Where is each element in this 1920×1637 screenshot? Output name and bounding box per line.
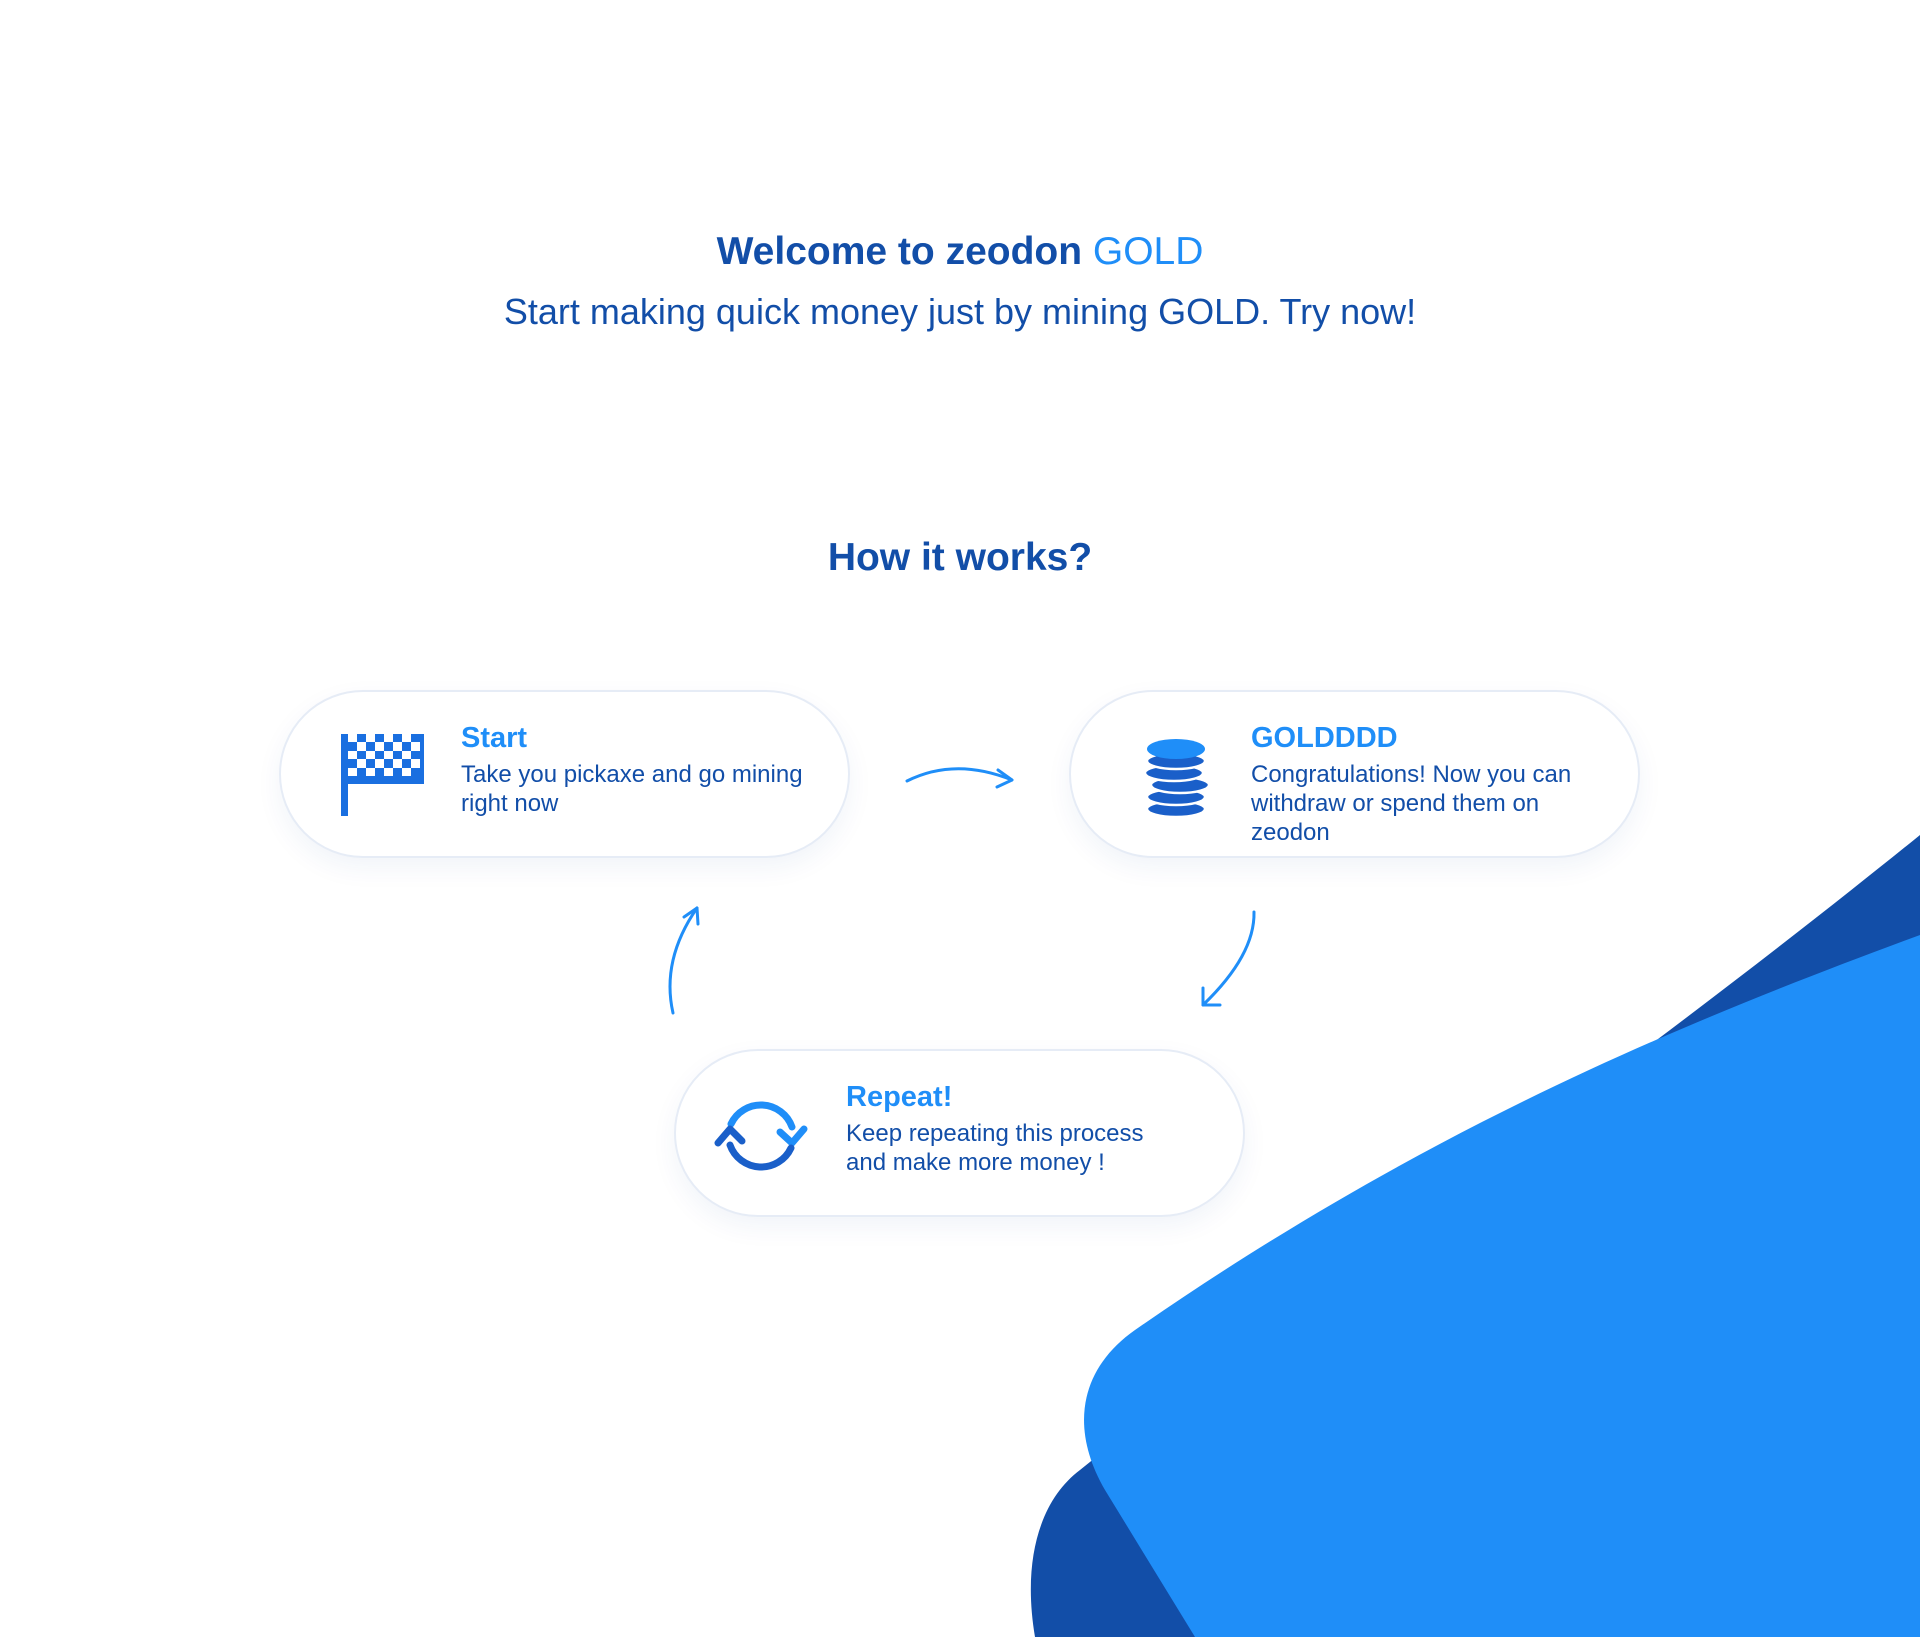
step-text-gold: GOLDDDD Congratulations! Now you can wit… (1251, 716, 1621, 847)
arrow-repeat-to-start-icon (668, 906, 700, 1015)
coin-stack-icon (1131, 732, 1221, 822)
step-title: GOLDDDD (1251, 722, 1398, 754)
step-text-start: Start Take you pickaxe and go mining rig… (461, 716, 831, 818)
step-description: Keep repeating this process and make mor… (846, 1120, 1144, 1176)
arrow-start-to-gold-icon (905, 767, 1014, 789)
hero-title-prefix: Welcome to zeodon (716, 230, 1093, 273)
step-title: Repeat! (846, 1081, 953, 1113)
how-it-works-title: How it works? (827, 536, 1093, 579)
hero-title-accent: GOLD (1092, 230, 1204, 273)
step-card-start: Start Take you pickaxe and go mining rig… (279, 690, 850, 858)
step-description: Congratulations! Now you can withdraw or… (1251, 761, 1572, 846)
hero-section: Welcome to zeodon GOLD Start making quic… (0, 222, 1920, 342)
step-card-repeat: Repeat! Keep repeating this process and … (674, 1049, 1245, 1217)
hero-subtitle: Start making quick money just by mining … (503, 291, 1417, 332)
step-text-repeat: Repeat! Keep repeating this process and … (846, 1075, 1216, 1177)
refresh-cycle-icon (706, 1091, 816, 1181)
light-blue-wave (1084, 935, 1920, 1637)
hero-title: Welcome to zeodon GOLD (0, 222, 1920, 282)
step-card-gold: GOLDDDD Congratulations! Now you can wit… (1069, 690, 1640, 858)
arrow-gold-to-repeat-icon (1201, 910, 1256, 1007)
step-title: Start (461, 722, 528, 754)
step-description: Take you pickaxe and go mining right now (461, 761, 803, 817)
checkered-flag-icon (341, 732, 431, 822)
